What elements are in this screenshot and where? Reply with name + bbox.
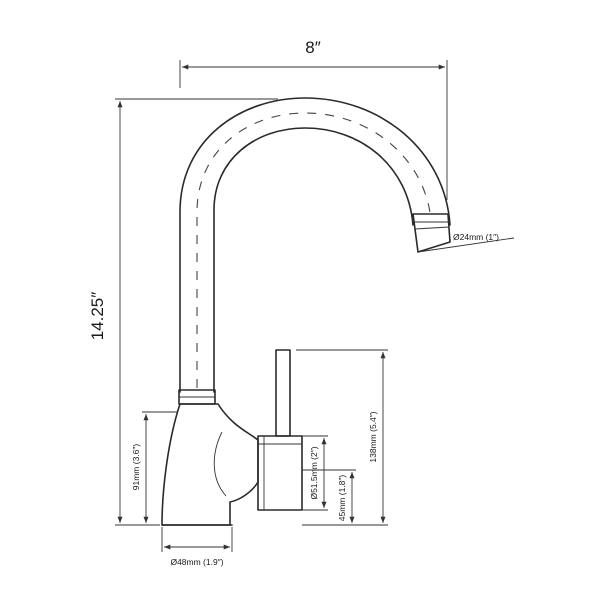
- height-label: 14.25″: [88, 292, 107, 341]
- width-dimension: 8″: [179, 38, 448, 200]
- handle-base-dimension: 45mm (1.8″): [302, 469, 356, 523]
- base-diameter-dimension: Ø48mm (1.9″): [161, 527, 233, 567]
- handle-base-label: 45mm (1.8″): [337, 475, 347, 522]
- faucet-body: [161, 97, 451, 526]
- body-contour: [213, 431, 227, 497]
- spout-diameter-label: Ø24mm (1″): [453, 232, 499, 242]
- spout-inner-edge: [213, 127, 414, 393]
- handle-lever: [275, 349, 291, 437]
- spout-leader: [417, 237, 515, 253]
- handle-diameter-label: Ø51.5mm (2″): [309, 446, 319, 499]
- base-diameter-label: Ø48mm (1.9″): [170, 557, 223, 567]
- faucet-body-outline: [161, 403, 259, 526]
- width-label: 8″: [305, 38, 320, 57]
- lever-offset-label: 91mm (3.6″): [131, 444, 141, 491]
- handle-cylinder: [257, 435, 303, 511]
- spout-diameter-dimension: Ø24mm (1″): [417, 232, 515, 253]
- handle-diameter-dimension: Ø51.5mm (2″): [302, 435, 328, 511]
- handle-height-dimension: 138mm (5.4″): [296, 349, 388, 526]
- aerator-band-2: [414, 226, 450, 230]
- spout-centerline: [196, 112, 432, 388]
- lever-offset-dimension: 91mm (3.6″): [131, 411, 178, 523]
- height-dimension: 14.25″: [88, 98, 278, 526]
- handle-height-label: 138mm (5.4″): [368, 411, 378, 462]
- aerator: [412, 213, 451, 253]
- spout-outer-edge: [179, 97, 451, 393]
